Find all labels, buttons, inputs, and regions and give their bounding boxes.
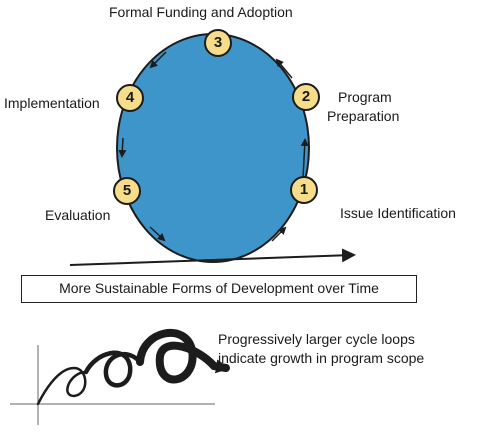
timeline-arrow [69, 248, 356, 266]
stage-3-label: Formal Funding and Adoption [109, 4, 293, 20]
stage-5-label: Evaluation [45, 207, 111, 223]
stage-1-label: Issue Identification [340, 205, 456, 221]
cycle-body [116, 33, 310, 263]
arrow-1-to-2 [300, 138, 309, 179]
arrow-base-to-1 [271, 226, 287, 242]
arrow-5-to-base [149, 226, 166, 242]
stage-5-marker: 5 [113, 177, 141, 205]
growing-spiral-loops-icon [36, 329, 230, 406]
growth-note-line-2: indicate growth in program scope [218, 350, 425, 366]
growth-note-line-1: Progressively larger cycle loops [218, 331, 415, 347]
arrow-3-to-4 [149, 51, 167, 69]
stage-2-marker: 2 [292, 83, 320, 111]
stage-4-marker: 4 [116, 84, 144, 112]
stage-4-label: Implementation [4, 95, 100, 111]
stage-2-label-line-1: Program [338, 89, 392, 105]
stage-1-marker: 1 [290, 176, 318, 204]
stage-2-label-line-2: Preparation [327, 108, 400, 124]
growth-note: Progressively larger cycle loops indicat… [218, 330, 424, 368]
arrow-4-to-5 [118, 137, 127, 158]
timeline-banner: More Sustainable Forms of Development ov… [21, 275, 417, 303]
stage-3-marker: 3 [204, 29, 232, 57]
arrow-2-to-3 [275, 58, 293, 79]
